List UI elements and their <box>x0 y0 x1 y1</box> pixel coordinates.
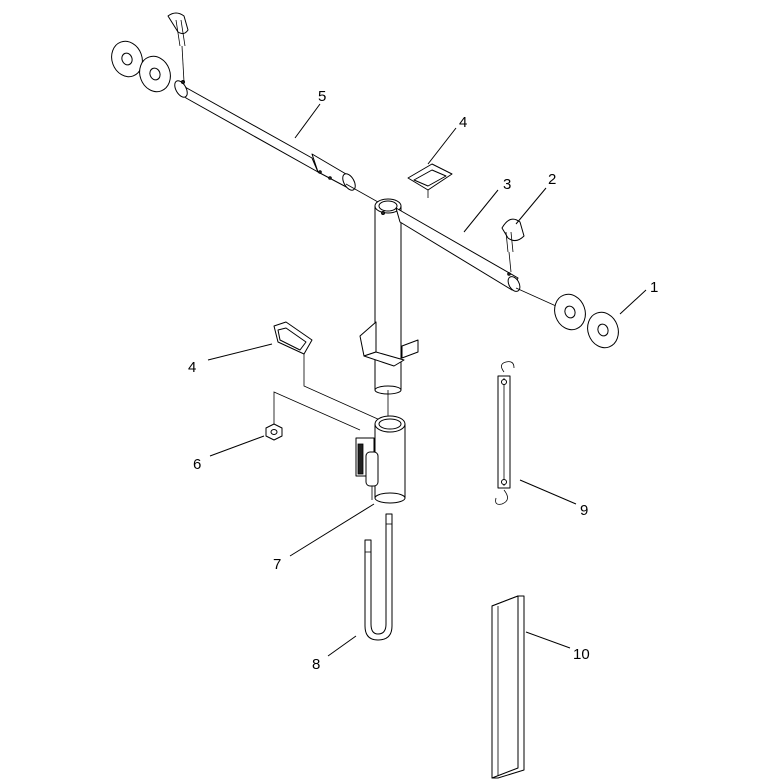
leader-lines <box>207 103 647 657</box>
callout-1: 1 <box>650 279 658 296</box>
washers-upper-left <box>111 40 171 93</box>
callout-labels: 1 2 3 4 5 4 6 7 8 9 10 <box>188 88 658 673</box>
washers-right <box>554 293 619 349</box>
plate-upper <box>407 163 453 198</box>
callout-4-lower: 4 <box>188 359 196 376</box>
flat-bar <box>491 595 525 779</box>
vertical-post <box>359 198 419 420</box>
callout-3: 3 <box>503 176 511 193</box>
callout-4-upper: 4 <box>459 114 467 131</box>
callout-5: 5 <box>318 88 326 105</box>
lynch-pin-right <box>501 218 525 273</box>
nut <box>265 391 361 441</box>
u-bolt <box>364 513 393 641</box>
callout-8: 8 <box>312 656 320 673</box>
arm-tube-left <box>174 80 379 203</box>
arm-tube-right <box>395 207 557 307</box>
rod-with-hooks <box>495 361 515 505</box>
callout-7: 7 <box>273 556 281 573</box>
callout-10: 10 <box>573 646 590 663</box>
callout-6: 6 <box>193 456 201 473</box>
callout-9: 9 <box>580 502 588 519</box>
socket-tube <box>355 415 406 504</box>
lynch-pin-upper <box>167 12 189 83</box>
callout-2: 2 <box>548 171 556 188</box>
plate-lower <box>273 321 381 421</box>
